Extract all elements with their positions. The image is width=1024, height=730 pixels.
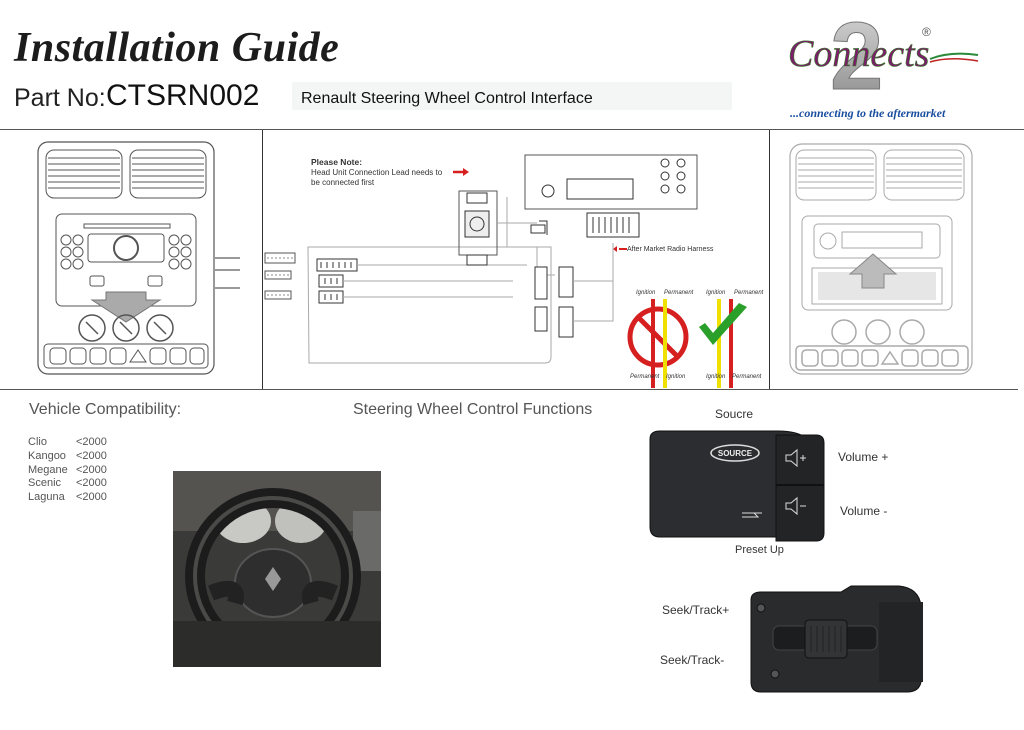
ignition-label-4: Ignition [706, 374, 726, 380]
list-item: Scenic<2000 [28, 477, 107, 490]
header-divider [0, 129, 1024, 130]
permanent-label-4: Permanent [732, 374, 762, 380]
seek-control-stalk [745, 582, 933, 697]
permanent-label-1: Permanent [664, 290, 694, 296]
source-button-label: SOURCE [718, 449, 753, 458]
permanent-label-2: Permanent [734, 290, 764, 296]
part-number-label: Part No: [14, 84, 106, 112]
product-subtitle: Renault Steering Wheel Control Interface [301, 90, 593, 107]
volume-down-callout: Volume - [840, 504, 888, 518]
list-item: Megane<2000 [28, 463, 107, 476]
volume-control-stalk: SOURCE [640, 425, 840, 545]
logo-tagline: ...connecting to the aftermarket [790, 106, 946, 120]
note-line-1: Head Unit Connection Lead needs to [311, 168, 443, 177]
permanent-label-3: Permanent [630, 374, 660, 380]
original-dashboard-illustration [30, 138, 258, 383]
vehicle-compatibility-heading: Vehicle Compatibility: [29, 401, 182, 418]
note-title: Please Note: [311, 157, 363, 167]
part-number: CTSRN002 [106, 79, 260, 112]
aftermarket-dashboard-illustration [782, 140, 1012, 380]
product-subtitle-box: Renault Steering Wheel Control Interface [292, 82, 732, 110]
logo-number: 2 [830, 4, 883, 110]
please-note-block: Please Note: Head Unit Connection Lead n… [311, 157, 471, 188]
panel-divider-left [262, 130, 263, 389]
page-title: Installation Guide [14, 25, 340, 71]
harness-label: After Market Radio Harness [627, 246, 714, 253]
list-item: Laguna<2000 [28, 491, 107, 504]
volume-up-callout: Volume + [838, 450, 889, 464]
connects2-logo: 2 ® Connects ...connecting to the afterm… [780, 3, 1000, 124]
ignition-label-2: Ignition [706, 290, 726, 296]
seek-down-callout: Seek/Track- [660, 653, 725, 667]
diagram-divider [0, 389, 1018, 390]
functions-heading: Steering Wheel Control Functions [353, 401, 593, 418]
list-item: Kangoo<2000 [28, 449, 107, 462]
note-line-2: be connected first [311, 178, 375, 187]
logo-word: Connects [788, 33, 929, 75]
panel-divider-right [769, 130, 770, 389]
registered-mark: ® [922, 25, 931, 39]
list-item: Clio<2000 [28, 436, 107, 448]
vehicle-compatibility-list: Clio<2000 Kangoo<2000 Megane<2000 Scenic… [28, 436, 107, 505]
seek-up-callout: Seek/Track+ [662, 603, 730, 617]
wiring-diagram [263, 131, 768, 389]
ignition-label-1: Ignition [636, 290, 656, 296]
steering-wheel-photo [173, 471, 381, 667]
preset-up-callout: Preset Up [735, 544, 784, 556]
source-callout: Soucre [715, 407, 754, 421]
ignition-label-3: Ignition [666, 374, 686, 380]
